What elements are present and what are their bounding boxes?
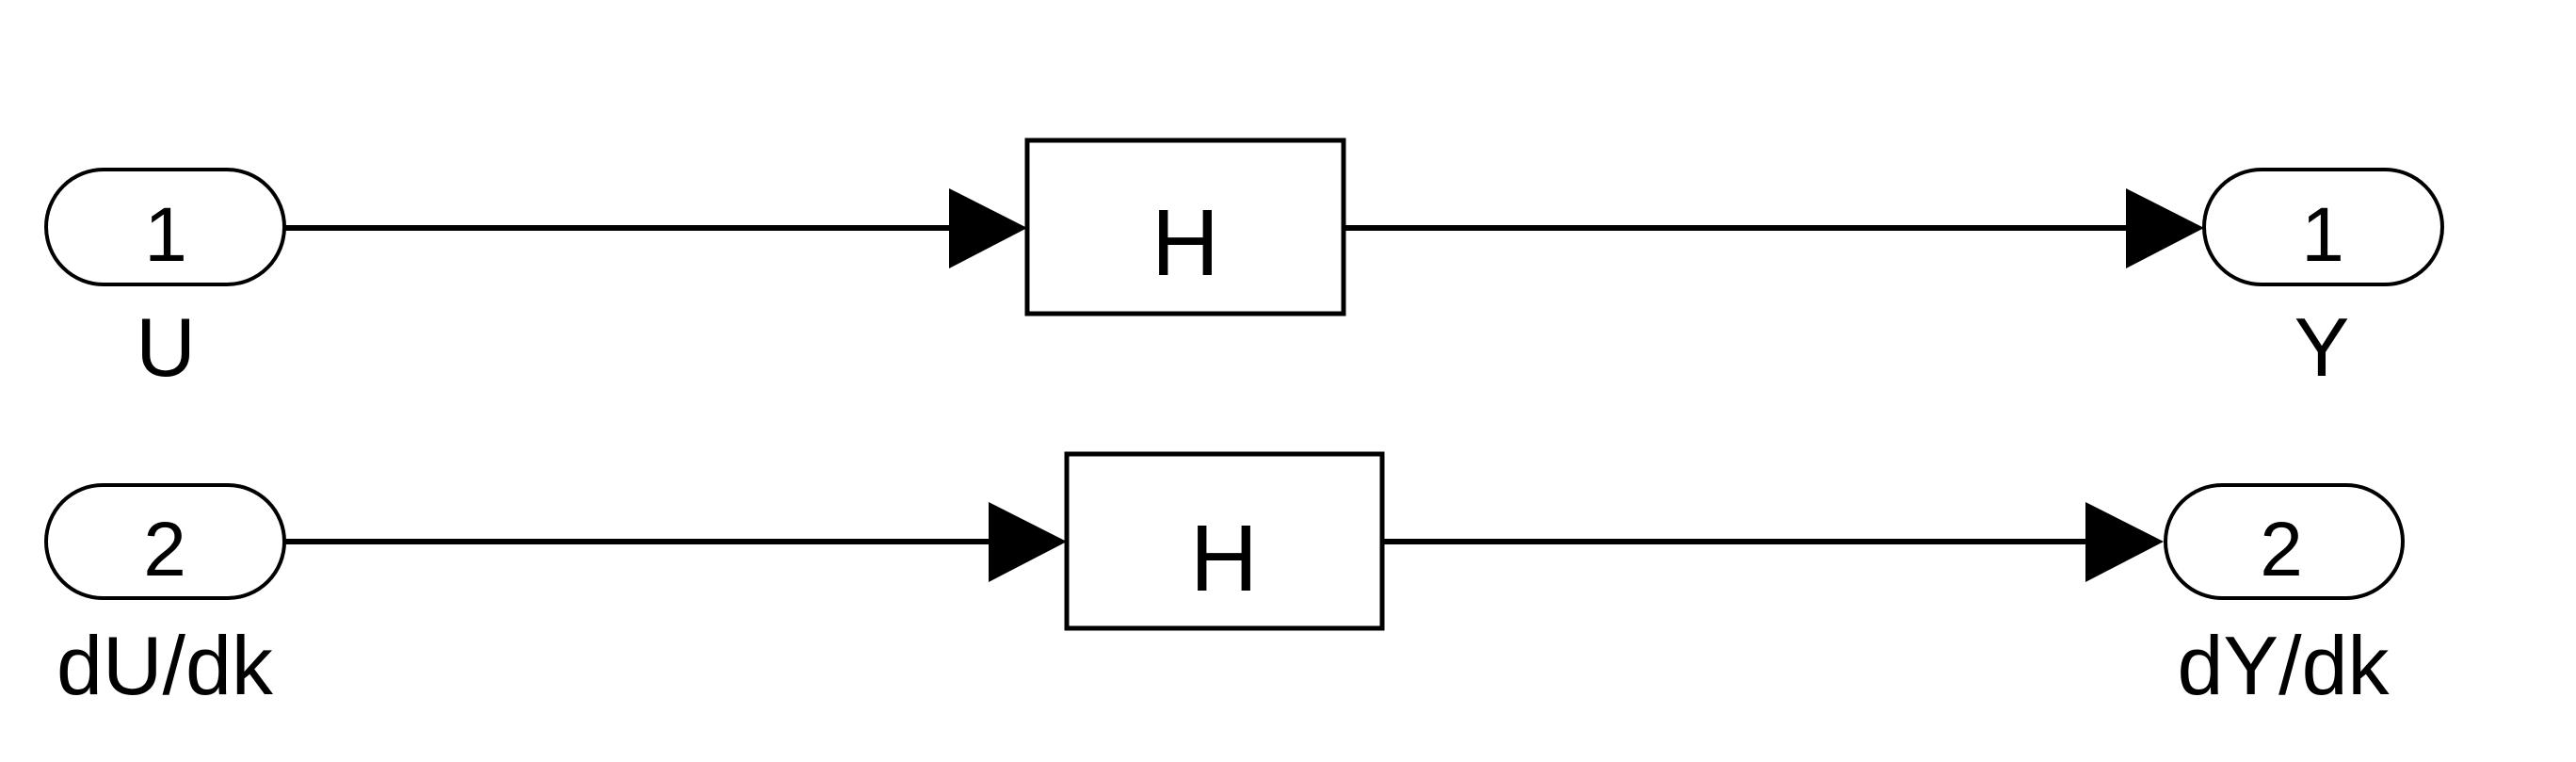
arrowhead-into-block1 (949, 188, 1027, 268)
arrowhead-into-block2 (989, 502, 1067, 582)
transfer-block-h1[interactable] (1024, 138, 1346, 316)
outport-2-number: 2 (2260, 507, 2303, 592)
arrowhead-into-outport2 (2085, 502, 2164, 582)
outport-1-number: 1 (2301, 192, 2344, 278)
outport-block-1[interactable] (2202, 168, 2444, 286)
arrowhead-into-outport1 (2126, 188, 2204, 268)
outport-1-label: Y (2294, 300, 2350, 394)
transfer-block-h1-label: H (1151, 190, 1219, 296)
transfer-block-h2[interactable] (1064, 451, 1385, 631)
inport-2-label: dU/dk (56, 619, 274, 712)
signal-path-row-2: 2 dU/dk H 2 dY/dk (44, 451, 2405, 712)
inport-1-label: U (136, 300, 196, 394)
outport-2-label: dY/dk (2177, 619, 2390, 712)
inport-1-number: 1 (144, 192, 187, 278)
transfer-block-h2-label: H (1190, 506, 1258, 611)
inport-2-number: 2 (143, 507, 186, 592)
signal-path-row-1: 1 U H 1 Y (44, 138, 2444, 394)
outport-block-2[interactable] (2164, 483, 2405, 600)
